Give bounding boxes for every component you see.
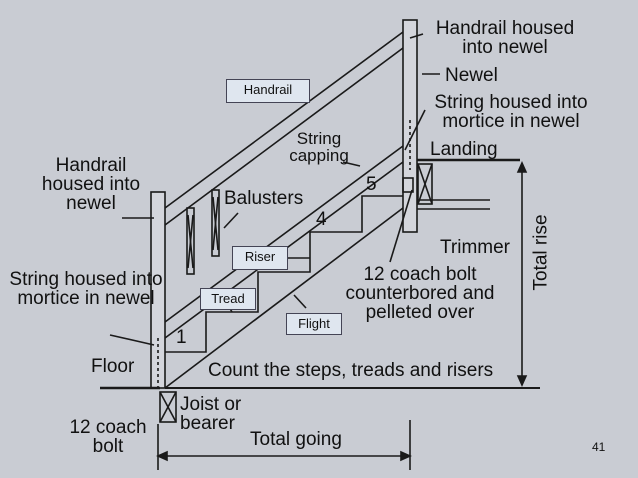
leader-string-left xyxy=(109,334,155,346)
label-coach-bolt-left: 12 coach bolt xyxy=(69,417,147,457)
label-trimmer: Trimmer xyxy=(440,237,510,258)
label-total-going: Total going xyxy=(250,429,342,450)
handrail-line-upper xyxy=(164,47,404,226)
handrail-box: Handrail xyxy=(226,79,310,103)
step-number-1: 1 xyxy=(176,327,187,348)
label-string-capping: String capping xyxy=(289,129,349,165)
label-landing: Landing xyxy=(430,139,498,160)
joist xyxy=(159,391,177,423)
leader-flight xyxy=(293,294,307,309)
label-total-rise: Total rise xyxy=(530,214,552,291)
flight-box: Flight xyxy=(286,313,342,335)
step-number-4: 4 xyxy=(316,209,327,230)
label-joist: Joist or bearer xyxy=(180,394,242,434)
flight-underside xyxy=(164,207,404,389)
step-number-5: 5 xyxy=(366,174,377,195)
baluster-2 xyxy=(211,189,220,257)
leader-handrail-top xyxy=(409,33,424,39)
label-coach-bolt-right: 12 coach bolt counterbored and pelleted … xyxy=(345,264,495,323)
label-newel: Newel xyxy=(445,65,498,86)
label-floor: Floor xyxy=(91,356,135,377)
label-string-housed-left: String housed into mortice in newel xyxy=(9,269,163,309)
leader-coach-bolt xyxy=(389,189,413,263)
page-number: 41 xyxy=(592,440,606,454)
leader-string-top xyxy=(404,109,426,151)
label-balusters: Balusters xyxy=(224,188,304,209)
tread-box: Tread xyxy=(200,288,256,310)
handrail-line-lower xyxy=(164,31,404,209)
label-handrail-housed-top: Handrail housed into newel xyxy=(435,18,575,58)
label-string-housed-top: String housed into mortice in newel xyxy=(434,92,588,132)
leader-balusters xyxy=(223,212,239,229)
baluster-1 xyxy=(186,207,195,275)
riser-box: Riser xyxy=(232,246,288,270)
label-handrail-housed-left: Handrail housed into newel xyxy=(41,155,141,214)
step-profile xyxy=(165,195,403,353)
label-count-steps: Count the steps, treads and risers xyxy=(208,360,494,381)
leader-string-capping xyxy=(342,161,361,167)
trimmer xyxy=(417,163,433,205)
